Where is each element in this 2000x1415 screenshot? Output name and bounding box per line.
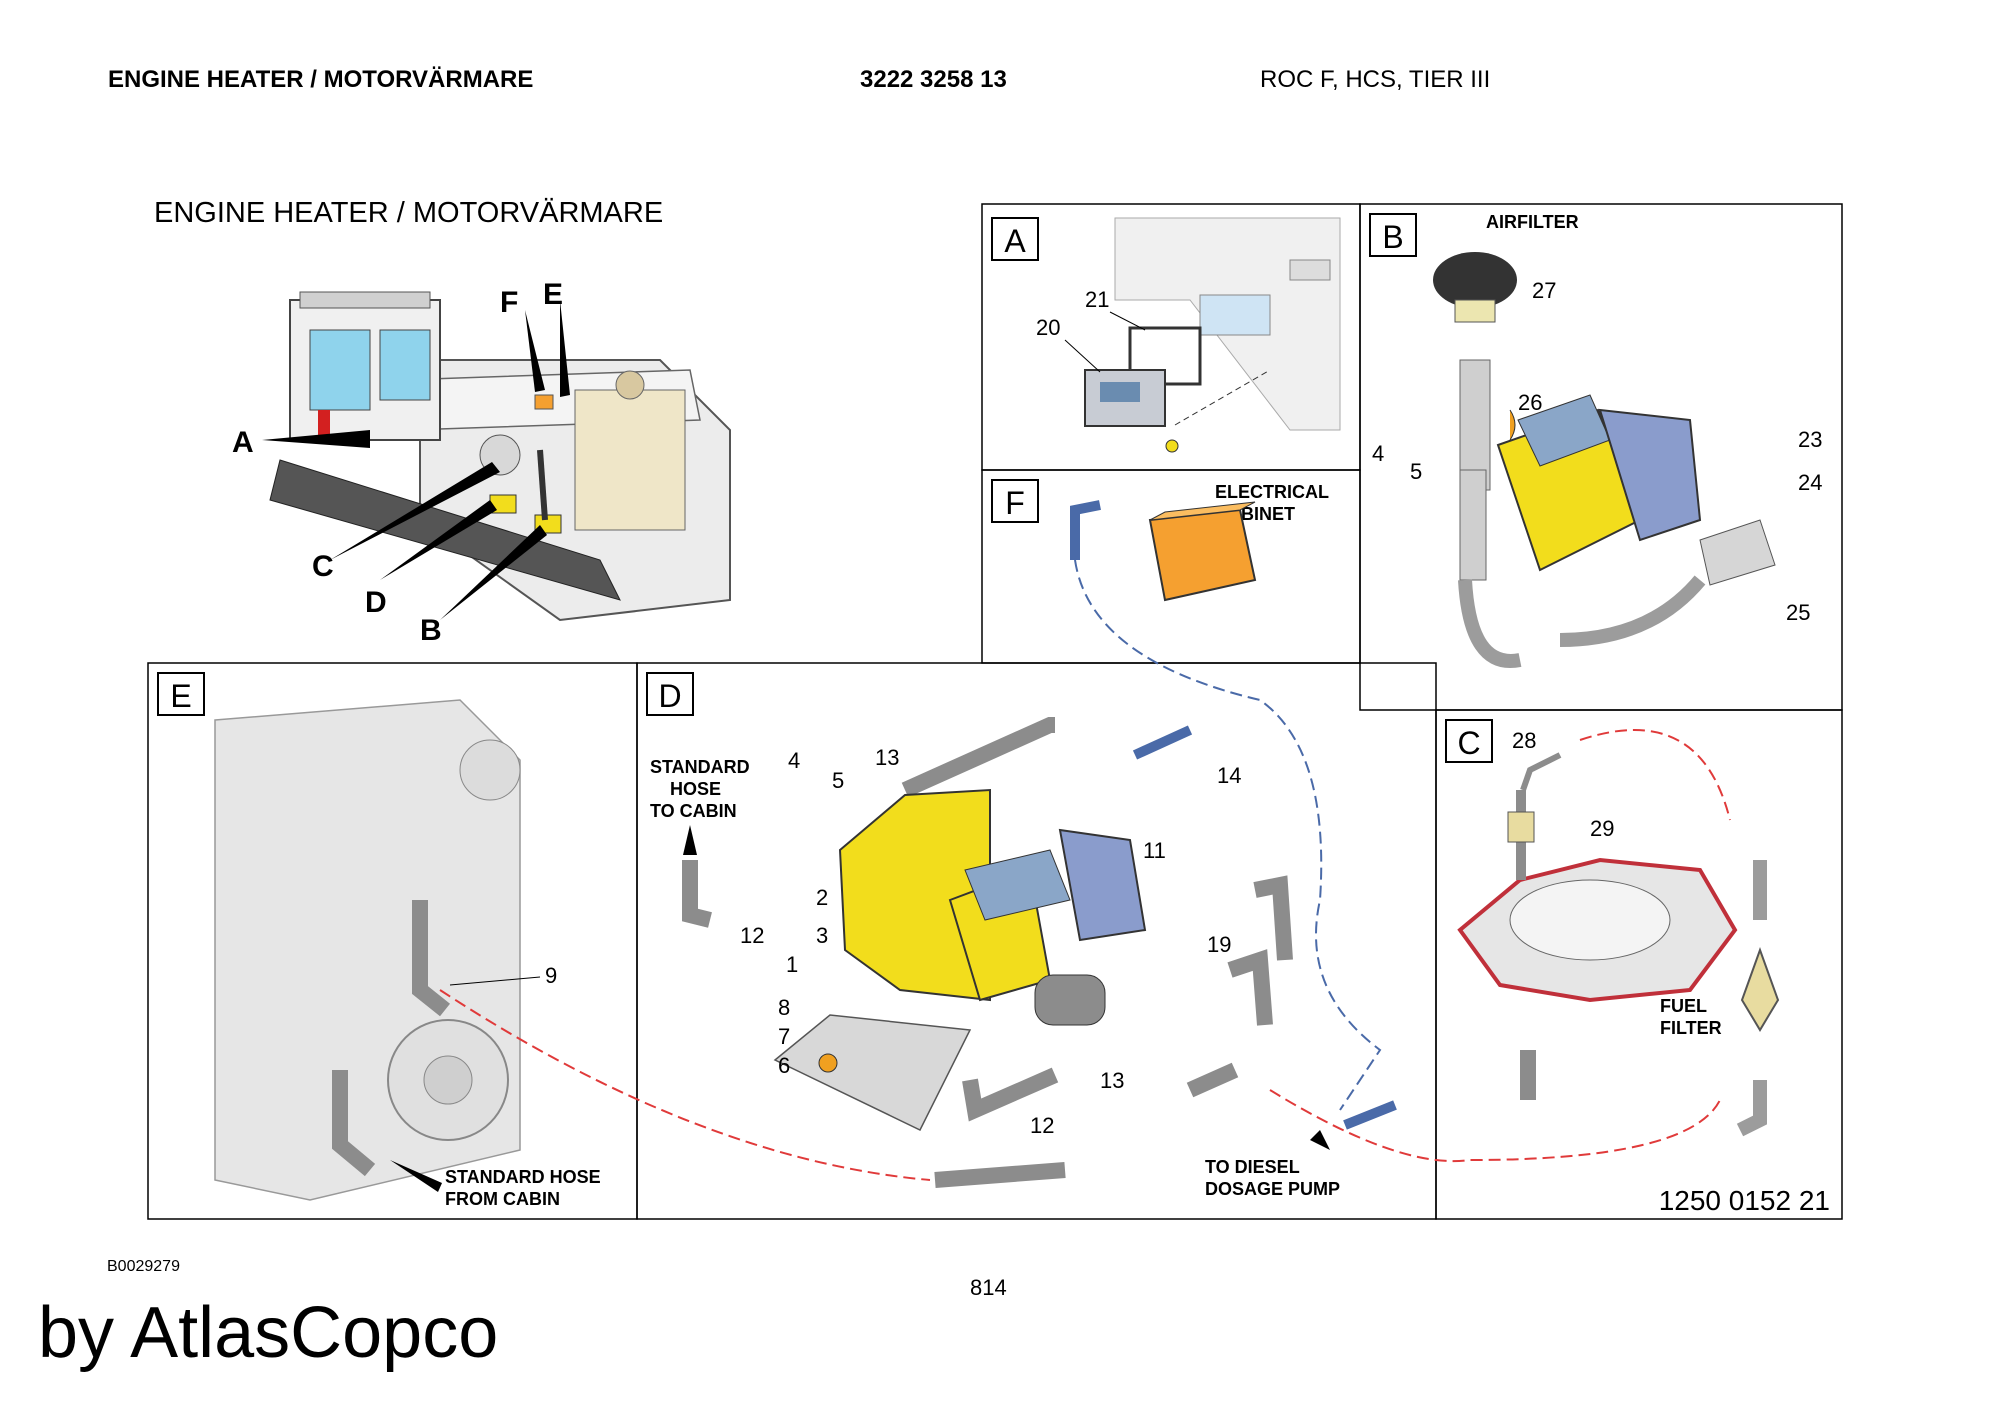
panel-a: A 21 20 — [991, 217, 1341, 453]
panel-e-letter: E — [170, 678, 191, 714]
callout-d-7: 7 — [778, 1024, 790, 1049]
panel-d-hose-1: STANDARD — [650, 757, 750, 777]
callout-d-11: 11 — [1143, 838, 1166, 863]
callout-d-19: 19 — [1207, 932, 1231, 957]
callout-d-6: 6 — [778, 1053, 790, 1078]
panel-b: B AIRFILTER 27 26 4 5 23 24 25 — [1369, 212, 1822, 668]
panel-f: F ELECTRICAL CABINET — [991, 479, 1329, 602]
header-title: ENGINE HEATER / MOTORVÄRMARE — [108, 66, 534, 93]
panel-frames — [147, 203, 1843, 1220]
routing-lines — [439, 559, 1731, 1181]
callout-c-29: 29 — [1590, 816, 1614, 841]
fuel-filter-label-2: FILTER — [1660, 1018, 1722, 1038]
callout-d-3: 3 — [816, 923, 828, 948]
page-number: 814 — [970, 1275, 1007, 1300]
panel-b-title: AIRFILTER — [1486, 212, 1579, 232]
header-model: ROC F, HCS, TIER III — [1260, 66, 1491, 93]
callout-d-12b: 12 — [1030, 1113, 1054, 1138]
panel-c: C FUEL FILTER 28 29 1250 0152 21 — [1445, 719, 1830, 1216]
callout-b-27: 27 — [1532, 278, 1556, 303]
callout-d-12a: 12 — [740, 923, 764, 948]
callout-d-14: 14 — [1217, 763, 1241, 788]
overview-label-a: A — [232, 426, 254, 459]
overview-pointers — [262, 300, 570, 620]
panel-f-letter: F — [1005, 485, 1025, 521]
panel-e-hose-1: STANDARD HOSE — [445, 1167, 601, 1187]
callout-a-20: 20 — [1036, 315, 1060, 340]
callout-c-28: 28 — [1512, 728, 1536, 753]
callout-a-21: 21 — [1085, 287, 1109, 312]
callout-b-26: 26 — [1518, 390, 1542, 415]
panel-e: E STANDARD HOSE FROM CABIN 9 — [157, 672, 601, 1209]
callout-d-5: 5 — [832, 768, 844, 793]
panel-d-letter: D — [658, 678, 681, 714]
callout-d-13a: 13 — [875, 745, 899, 770]
panel-a-letter: A — [1004, 223, 1026, 259]
overview-label-d: D — [365, 586, 387, 619]
overview-label-c: C — [312, 550, 334, 583]
panel-d: D STANDARD HOSE TO CABIN TO DIESEL DOSAG… — [646, 672, 1397, 1199]
callout-d-13b: 13 — [1100, 1068, 1124, 1093]
drill-rig-overview — [269, 291, 731, 622]
fuel-filter-label-1: FUEL — [1660, 996, 1707, 1016]
panel-d-diesel-1: TO DIESEL — [1205, 1157, 1300, 1177]
callout-d-1: 1 — [786, 952, 798, 977]
callout-b-24: 24 — [1798, 470, 1822, 495]
panel-d-hose-2: HOSE — [670, 779, 721, 799]
panel-d-diesel-2: DOSAGE PUMP — [1205, 1179, 1340, 1199]
overview-label-b: B — [420, 614, 442, 647]
callout-e-9: 9 — [545, 963, 557, 988]
overview-label-f: F — [500, 286, 518, 319]
panel-e-hose-2: FROM CABIN — [445, 1189, 560, 1209]
panel-b-letter: B — [1382, 219, 1403, 255]
panel-c-letter: C — [1457, 725, 1480, 761]
callout-b-5: 5 — [1410, 459, 1422, 484]
doc-code: B0029279 — [107, 1258, 180, 1275]
overview-labels: F E A C D B — [232, 278, 563, 647]
panel-d-hose-3: TO CABIN — [650, 801, 737, 821]
callout-d-4: 4 — [788, 748, 800, 773]
callout-b-23: 23 — [1798, 427, 1822, 452]
callout-d-8: 8 — [778, 995, 790, 1020]
figure-number: 1250 0152 21 — [1659, 1185, 1830, 1216]
header-part-number: 3222 3258 13 — [860, 66, 1007, 93]
callout-b-25: 25 — [1786, 600, 1810, 625]
panel-f-title-1: ELECTRICAL — [1215, 482, 1329, 502]
callout-b-4: 4 — [1372, 441, 1384, 466]
figure-title: ENGINE HEATER / MOTORVÄRMARE — [154, 197, 663, 229]
brand-signature: by AtlasCopco — [38, 1293, 499, 1373]
overview-label-e: E — [543, 278, 563, 311]
callout-d-2: 2 — [816, 885, 828, 910]
